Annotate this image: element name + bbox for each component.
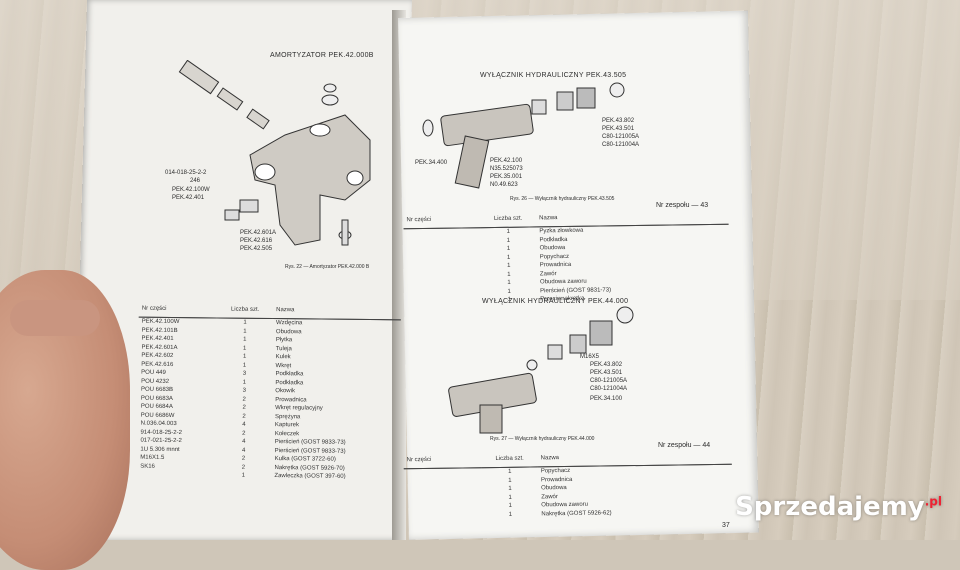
quantity-cell: 1	[241, 472, 246, 480]
callout-label: PEK.43.501	[590, 370, 623, 376]
shock-absorber-drawing	[178, 60, 371, 246]
callout-label: PEK.42.401	[172, 195, 205, 201]
callout-label: PEK.42.601A	[240, 230, 277, 236]
column-header: Nr części	[138, 300, 218, 318]
callout-label: PEK.34.100	[590, 396, 623, 402]
callout-label: PEK.43.802	[590, 362, 623, 368]
callout-label: C80-121004A	[602, 142, 640, 148]
callout-label: N0.49.623	[490, 182, 518, 188]
callout-label: PEK.42.505	[240, 246, 273, 252]
left-page-title: AMORTYZATOR PEK.42.000B	[270, 52, 374, 59]
callout-label: C80-121005A	[602, 134, 640, 140]
right-page-title-mid: WYŁĄCZNIK HYDRAULICZNY PEK.44.000	[482, 298, 629, 305]
quantity-cell: 1	[508, 511, 513, 518]
watermark-suffix: .pl	[924, 494, 942, 509]
figure-caption: Rys. 26 — Wyłącznik hydrauliczny PEK.43.…	[510, 196, 615, 202]
figure-caption: Rys. 27 — Wyłącznik hydrauliczny PEK.44.…	[490, 436, 595, 442]
callout-label: PEK.42.616	[240, 238, 273, 244]
watermark-logo: Sprzedajemy.pl	[735, 492, 942, 522]
callout-label: C80-121005A	[590, 378, 628, 384]
hydraulic-switch-drawing-mid	[448, 306, 634, 434]
section-number: Nr zespołu — 43	[656, 202, 709, 209]
callout-label: PEK.35.001	[490, 174, 523, 180]
column-header: Liczba szt.	[480, 210, 537, 228]
callout-label: M16X5	[580, 354, 600, 360]
column-header: Nazwa	[273, 302, 401, 320]
callout-label: 014-018-25-2-2	[165, 170, 207, 176]
column-header: Liczba szt.	[481, 450, 538, 468]
part-name-cell: Zawleczka (GOST 397-60)	[274, 473, 346, 481]
callout-label: C80-121004A	[590, 386, 628, 392]
part-number-cell	[137, 471, 215, 480]
callout-label: PEK.43.501	[602, 126, 635, 132]
part-number-cell	[404, 511, 482, 521]
callout-label: N35.525073	[490, 166, 523, 172]
watermark-text: Sprzedajemy	[735, 492, 925, 522]
column-header: Nr części	[403, 451, 482, 469]
callout-label: PEK.43.802	[602, 118, 635, 124]
page-number: 37	[722, 522, 730, 529]
callout-label: 246	[190, 178, 201, 184]
column-header: Liczba szt.	[217, 301, 274, 319]
callout-label: PEK.42.100	[490, 158, 523, 164]
callout-label: PEK.42.100W	[172, 187, 210, 193]
hydraulic-switch-drawing-top	[422, 82, 625, 189]
thumb	[10, 300, 100, 336]
callout-label: PEK.34.400	[415, 160, 448, 166]
figure-caption: Rys. 22 — Amortyzator PEK.42.000 B	[285, 264, 370, 270]
column-header: Nr części	[403, 211, 481, 229]
right-page-title-top: WYŁĄCZNIK HYDRAULICZNY PEK.43.505	[480, 72, 627, 79]
section-number: Nr zespołu — 44	[658, 442, 711, 449]
